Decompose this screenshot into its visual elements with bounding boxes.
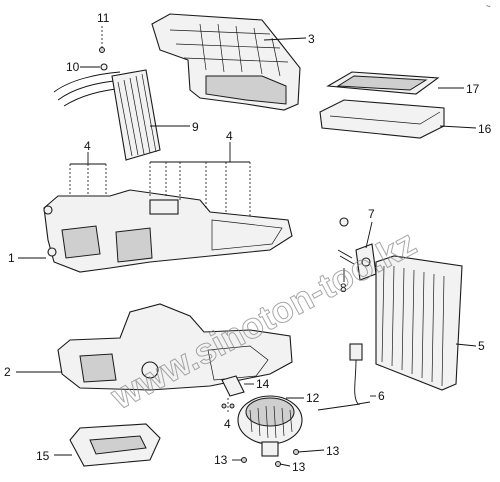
callout-4-lower: 4 bbox=[224, 417, 231, 431]
callout-16: 16 bbox=[478, 122, 492, 136]
callout-7: 7 bbox=[368, 207, 375, 221]
part-12-blower-fan bbox=[237, 395, 303, 457]
callout-8: 8 bbox=[340, 281, 347, 295]
callout-1: 1 bbox=[8, 251, 15, 265]
callout-12: 12 bbox=[306, 391, 320, 405]
callout-11: 11 bbox=[97, 11, 110, 25]
part-16-filter-tray bbox=[319, 99, 445, 139]
callout-13-left: 13 bbox=[214, 453, 228, 467]
callout-2: 2 bbox=[4, 365, 11, 379]
callout-4-left: 4 bbox=[84, 139, 91, 153]
part-14-resistor bbox=[221, 375, 245, 397]
callout-5: 5 bbox=[478, 339, 485, 353]
callout-4-right: 4 bbox=[226, 129, 233, 143]
corner-mark: ~ bbox=[486, 2, 491, 11]
part-1-main-case bbox=[43, 189, 293, 273]
part-8-pin bbox=[337, 217, 355, 265]
part-5-air-filter bbox=[375, 255, 463, 391]
callout-13-bottom: 13 bbox=[292, 460, 306, 474]
callout-15: 15 bbox=[36, 449, 50, 463]
callout-labels: 11 10 3 17 16 9 4 4 1 7 8 5 2 6 14 12 4 … bbox=[4, 11, 492, 474]
callout-14: 14 bbox=[256, 377, 270, 391]
leader-lines bbox=[16, 26, 477, 467]
callout-6: 6 bbox=[378, 389, 385, 403]
callout-3: 3 bbox=[308, 32, 315, 46]
part-3-distribution-housing bbox=[151, 13, 301, 111]
part-2-lower-case bbox=[57, 303, 293, 391]
part-9-heater-core bbox=[53, 63, 161, 161]
part-6-wiring-harness bbox=[317, 343, 371, 411]
callout-9: 9 bbox=[192, 120, 199, 134]
callout-17: 17 bbox=[466, 82, 480, 96]
part-15-bottom-cover bbox=[69, 423, 161, 467]
callout-10: 10 bbox=[66, 60, 80, 74]
callout-13-right: 13 bbox=[326, 444, 340, 458]
part-17-filter-frame bbox=[326, 71, 440, 95]
